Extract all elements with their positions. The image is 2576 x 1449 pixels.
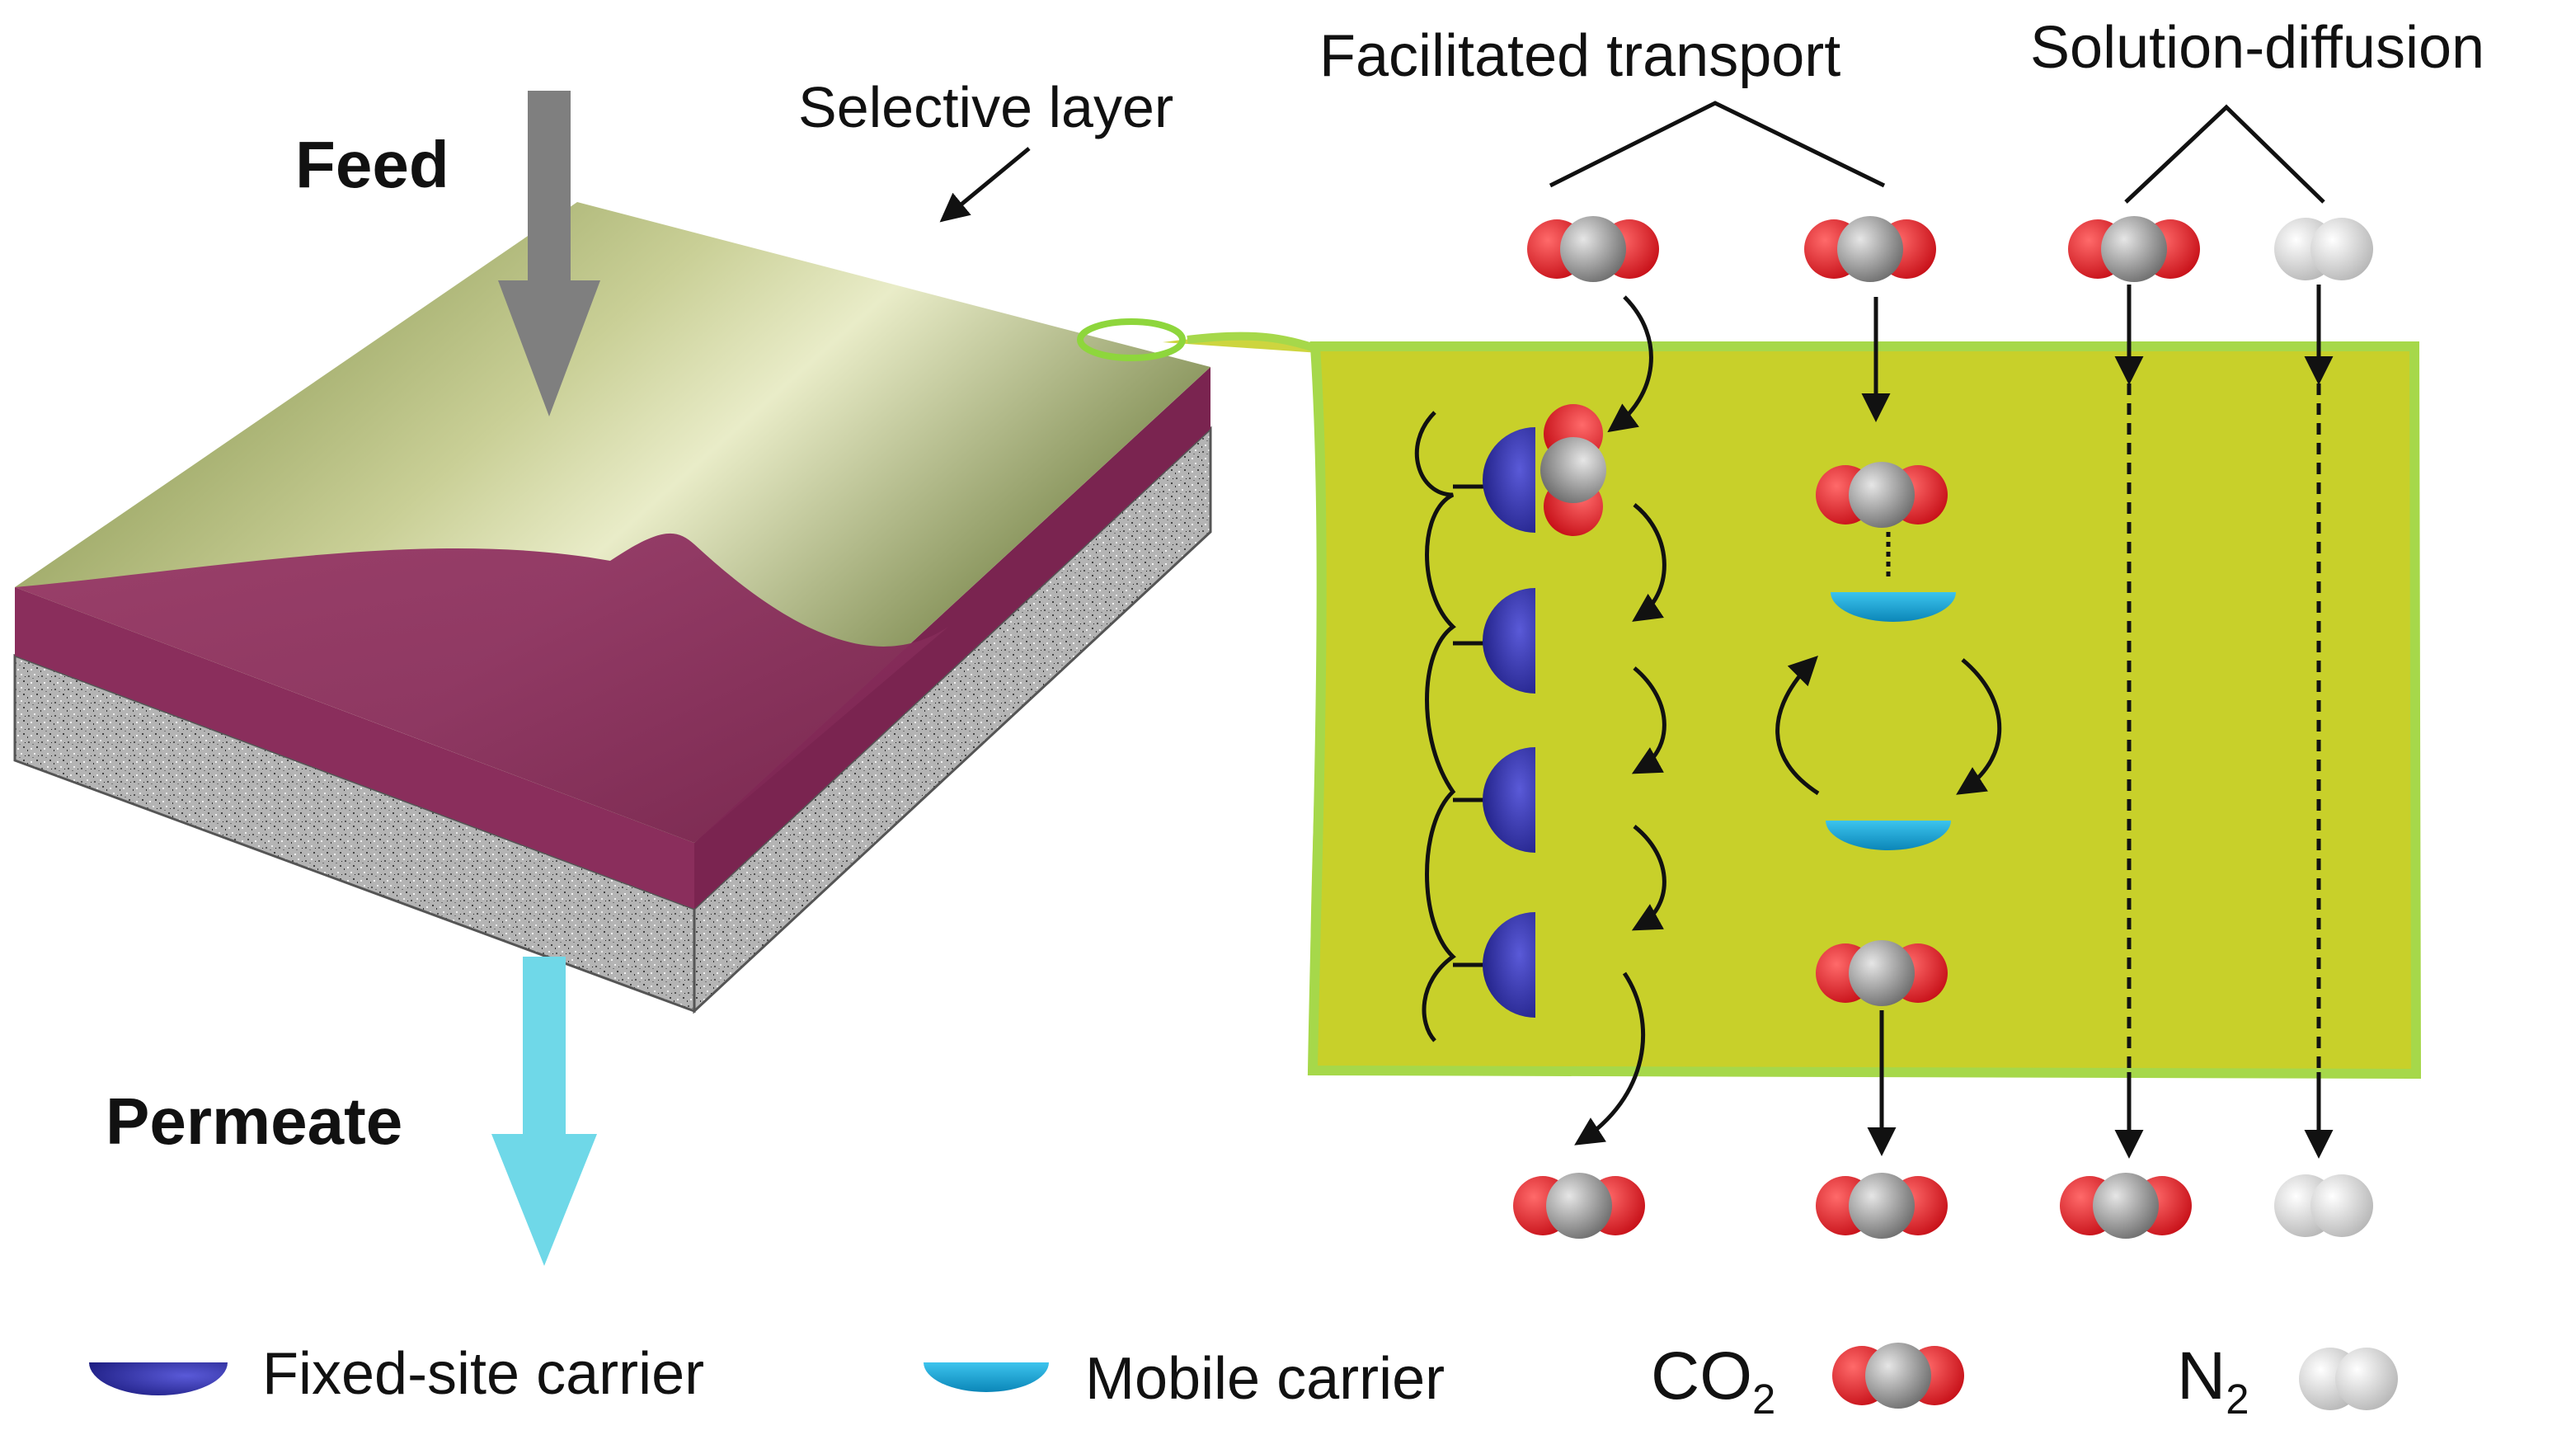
- facilitated-transport-label: Facilitated transport: [1319, 23, 1841, 89]
- co2-subscript: 2: [1752, 1375, 1776, 1423]
- co2-molecule: [1513, 1173, 1645, 1239]
- polymer-chain: [1414, 411, 1456, 1042]
- co2-text: CO: [1651, 1338, 1752, 1414]
- facilitated-transport-bracket: [1549, 101, 1886, 188]
- n2-subscript: 2: [2226, 1375, 2249, 1423]
- zoom-origin-circle: [1077, 318, 1186, 361]
- hopping-arrows: [1574, 295, 1666, 1146]
- feed-arrow: [498, 91, 600, 416]
- co2-molecule: [1804, 216, 1936, 282]
- carrier-cycle-arrows: [1775, 656, 2002, 796]
- solution-diffusion-bracket: [2124, 104, 2325, 204]
- membrane-block: [13, 202, 1212, 1014]
- bound-co2-molecule: [1540, 404, 1606, 536]
- co2-molecule: [1816, 940, 1948, 1006]
- co2-molecule: [2068, 216, 2200, 282]
- selective-layer-label: Selective layer: [798, 75, 1174, 139]
- co2-molecule: [1527, 216, 1659, 282]
- legend-fixed-site-carrier-label: Fixed-site carrier: [262, 1341, 705, 1407]
- co2-molecule: [1816, 1173, 1948, 1239]
- selective-layer-zoom: [1077, 318, 2422, 1080]
- membrane-curl: [15, 533, 948, 843]
- legend-co2-label: CO2: [1651, 1343, 1775, 1421]
- n2-molecule: [2274, 1174, 2373, 1237]
- co2-molecule: [1816, 462, 1948, 528]
- feed-label: Feed: [295, 128, 449, 201]
- permeate-arrow: [491, 957, 597, 1266]
- permeate-label: Permeate: [106, 1084, 403, 1158]
- legend-co2-icon: [1832, 1343, 1964, 1409]
- solution-diffusion-label: Solution-diffusion: [2030, 15, 2485, 81]
- legend-fixed-site-carrier-icon: [89, 1362, 228, 1395]
- middle-layer-front: [15, 587, 694, 909]
- co2-molecule: [2060, 1173, 2192, 1239]
- n2-molecule: [2274, 218, 2373, 280]
- legend-mobile-carrier-icon: [924, 1362, 1049, 1392]
- legend-mobile-carrier-label: Mobile carrier: [1085, 1346, 1445, 1412]
- middle-layer-side: [694, 367, 1210, 909]
- carrier-links: [1453, 484, 1484, 967]
- legend-n2-icon: [2299, 1348, 2398, 1410]
- selective-layer-pointer: [939, 147, 1031, 223]
- legend-n2-label: N2: [2177, 1343, 2249, 1421]
- n2-text: N: [2177, 1338, 2226, 1414]
- support-layer-side: [693, 426, 1212, 1014]
